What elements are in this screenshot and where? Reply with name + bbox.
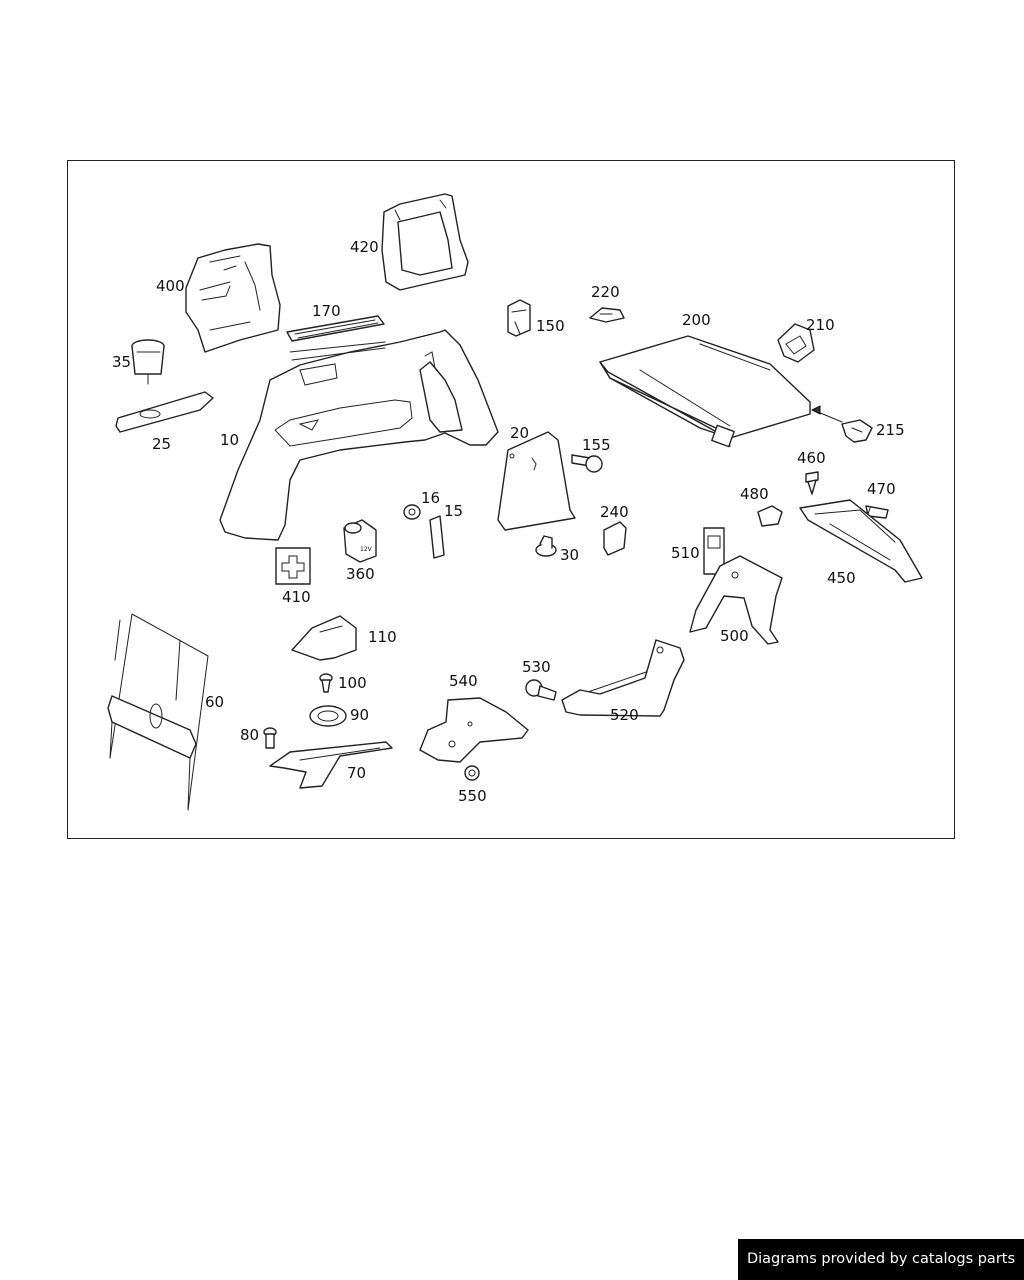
part-210-drawing[interactable]	[777, 323, 815, 363]
part-15-drawing[interactable]	[429, 515, 445, 559]
part-35-drawing[interactable]	[131, 339, 165, 385]
callout-240: 240	[600, 503, 629, 521]
callout-10: 10	[220, 431, 239, 449]
part-25-drawing[interactable]	[115, 391, 214, 433]
part-360-drawing[interactable]: 12V	[343, 519, 377, 563]
callout-100: 100	[338, 674, 367, 692]
callout-530: 530	[522, 658, 551, 676]
callout-550: 550	[458, 787, 487, 805]
part-420-drawing[interactable]	[381, 193, 469, 291]
callout-210: 210	[806, 316, 835, 334]
callout-470: 470	[867, 480, 896, 498]
part-400-drawing[interactable]	[185, 243, 281, 353]
callout-520: 520	[610, 706, 639, 724]
part-70-drawing[interactable]	[269, 741, 393, 789]
callout-70: 70	[347, 764, 366, 782]
part-410-drawing[interactable]	[275, 547, 311, 585]
credit-banner: Diagrams provided by catalogs parts	[738, 1239, 1024, 1280]
part-170-drawing[interactable]	[286, 315, 385, 342]
part-530-drawing[interactable]	[525, 679, 557, 701]
credit-text: Diagrams provided by catalogs parts	[746, 1251, 1016, 1267]
callout-410: 410	[282, 588, 311, 606]
callout-20: 20	[510, 424, 529, 442]
callout-510: 510	[671, 544, 700, 562]
part-550-drawing[interactable]	[464, 765, 480, 781]
callout-220: 220	[591, 283, 620, 301]
svg-text:12V: 12V	[360, 546, 373, 553]
callout-155: 155	[582, 436, 611, 454]
part-510-drawing[interactable]	[703, 527, 725, 575]
part-60-drawing[interactable]	[107, 613, 209, 811]
callout-80: 80	[240, 726, 259, 744]
callout-200: 200	[682, 311, 711, 329]
callout-460: 460	[797, 449, 826, 467]
callout-540: 540	[449, 672, 478, 690]
callout-360: 360	[346, 565, 375, 583]
part-80-drawing[interactable]	[263, 727, 277, 749]
part-20-drawing[interactable]	[497, 431, 576, 531]
callout-90: 90	[350, 706, 369, 724]
part-540-drawing[interactable]	[419, 697, 529, 763]
part-10-drawing[interactable]	[219, 329, 499, 541]
callout-215: 215	[876, 421, 905, 439]
part-240-drawing[interactable]	[603, 521, 627, 556]
callout-450: 450	[827, 569, 856, 587]
part-460-drawing[interactable]	[805, 471, 819, 495]
callout-480: 480	[740, 485, 769, 503]
callout-500: 500	[720, 627, 749, 645]
callout-110: 110	[368, 628, 397, 646]
callout-15: 15	[444, 502, 463, 520]
part-470-drawing[interactable]	[865, 505, 889, 519]
part-16-drawing[interactable]	[403, 504, 421, 520]
part-30-drawing[interactable]	[535, 535, 557, 557]
callout-25: 25	[152, 435, 171, 453]
callout-150: 150	[536, 317, 565, 335]
callout-16: 16	[421, 489, 440, 507]
part-500-drawing[interactable]	[689, 555, 783, 645]
part-480-drawing[interactable]	[757, 505, 783, 527]
part-450-drawing[interactable]	[799, 499, 923, 583]
part-155-drawing[interactable]	[571, 454, 603, 473]
part-215-drawing[interactable]	[810, 405, 873, 443]
callout-30: 30	[560, 546, 579, 564]
part-220-drawing[interactable]	[589, 307, 625, 323]
part-150-drawing[interactable]	[507, 299, 531, 337]
part-90-drawing[interactable]	[309, 705, 347, 727]
callout-170: 170	[312, 302, 341, 320]
callout-35: 35	[112, 353, 131, 371]
callout-labels: 10 15 16 20 25 30 35 60 70 80 90 100 110…	[112, 238, 905, 805]
part-110-drawing[interactable]	[291, 615, 357, 661]
part-520-drawing[interactable]	[561, 639, 685, 717]
part-200-drawing[interactable]	[599, 335, 811, 448]
callout-60: 60	[205, 693, 224, 711]
diagram-frame	[67, 160, 955, 839]
part-100-drawing[interactable]	[319, 673, 333, 693]
callout-420: 420	[350, 238, 379, 256]
callout-400: 400	[156, 277, 185, 295]
